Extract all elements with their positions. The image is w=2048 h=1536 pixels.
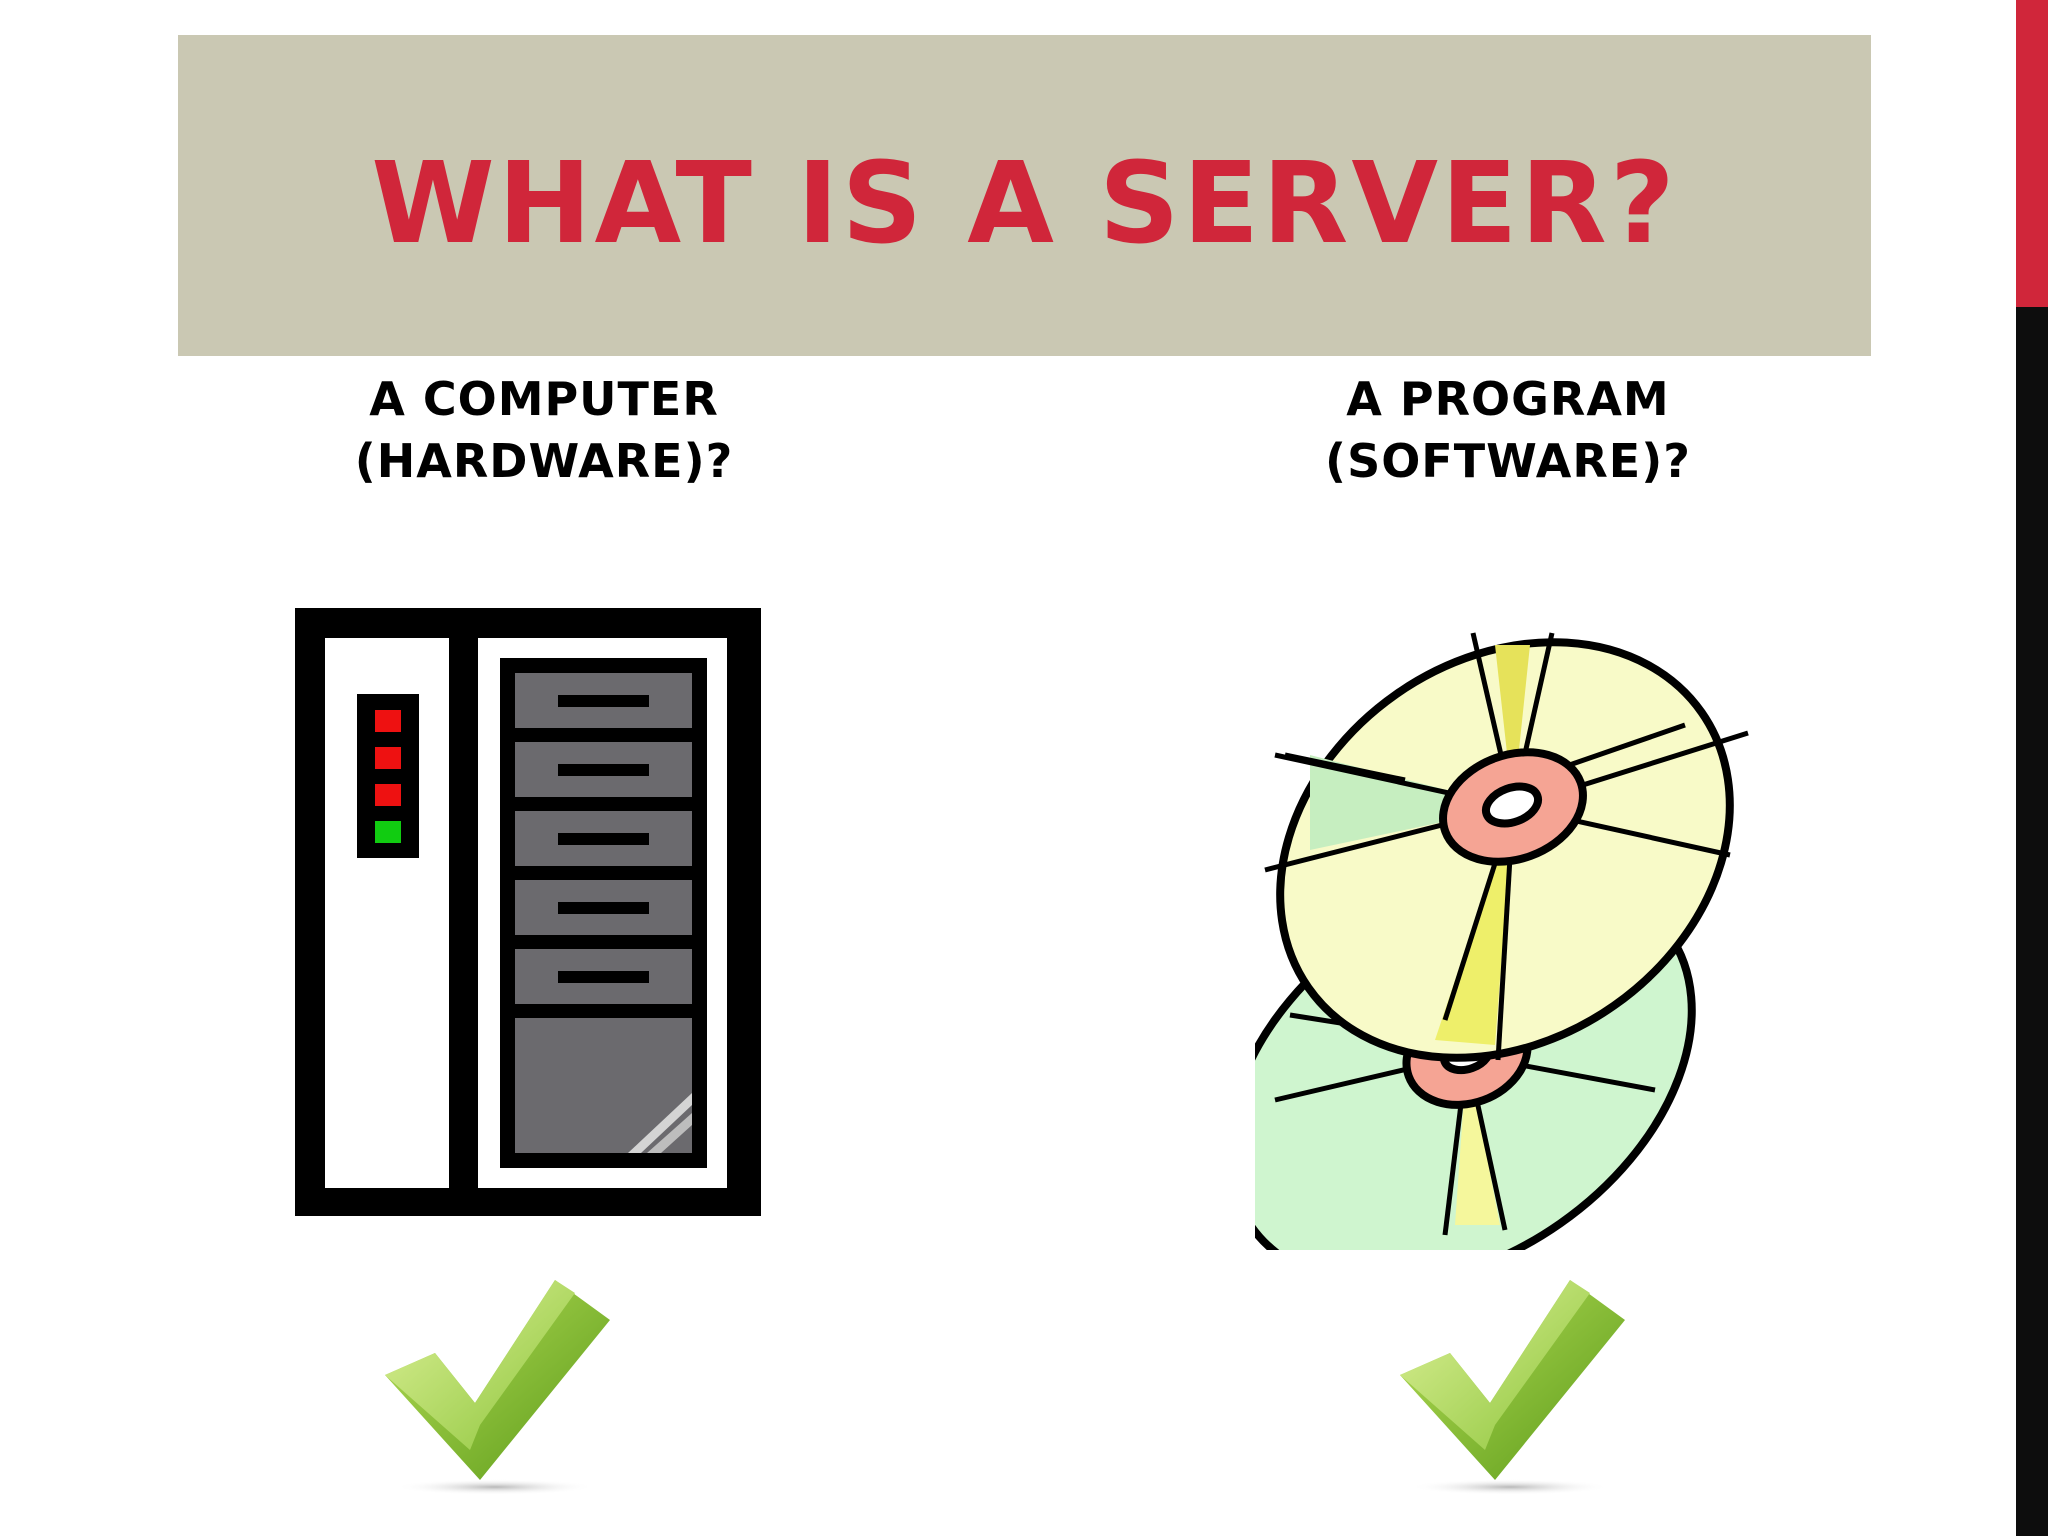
checkmark-icon bbox=[1400, 1280, 1625, 1495]
status-light bbox=[375, 710, 401, 732]
hardware-label-line2: (HARDWARE)? bbox=[354, 434, 734, 488]
lower-panel bbox=[515, 1018, 692, 1153]
server-tower-icon bbox=[295, 608, 761, 1216]
checkmark-icon bbox=[385, 1280, 610, 1495]
software-label-line1: A PROGRAM bbox=[1346, 372, 1670, 426]
software-label-line2: (SOFTWARE)? bbox=[1325, 434, 1691, 488]
title-band: WHAT IS A SERVER? bbox=[178, 35, 1871, 356]
slide-side-accent bbox=[2016, 0, 2048, 307]
software-label: A PROGRAM (SOFTWARE)? bbox=[1208, 368, 1808, 492]
hardware-label-line1: A COMPUTER bbox=[369, 372, 719, 426]
slide-title: WHAT IS A SERVER? bbox=[371, 138, 1678, 269]
front-disc bbox=[1264, 632, 1749, 1062]
status-lights bbox=[375, 710, 401, 843]
status-light bbox=[375, 821, 401, 843]
status-light bbox=[375, 747, 401, 769]
compact-discs-icon bbox=[1255, 632, 1749, 1250]
status-light bbox=[375, 784, 401, 806]
hardware-label: A COMPUTER (HARDWARE)? bbox=[244, 368, 844, 492]
